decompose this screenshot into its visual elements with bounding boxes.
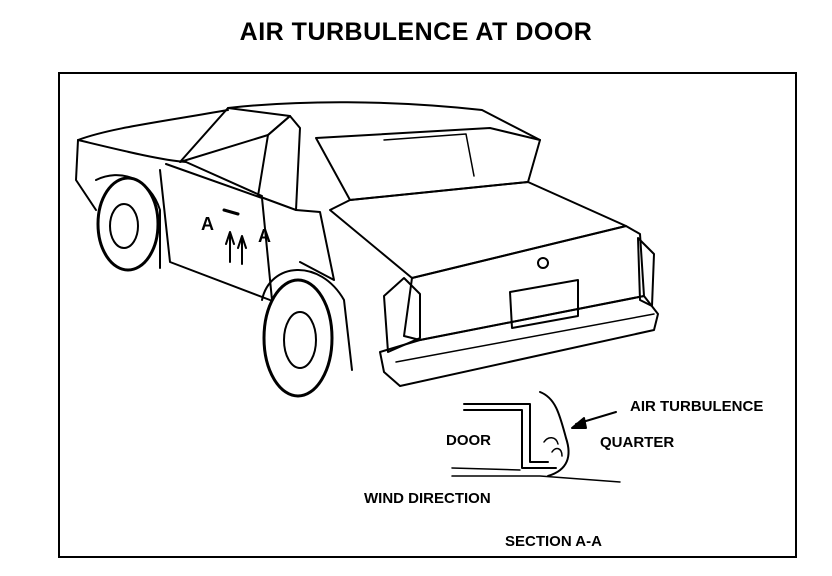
rear-bumper: [379, 295, 659, 387]
diagram-frame: [58, 72, 797, 558]
door-section-inner: [463, 409, 557, 469]
turbulence-swirl: [543, 437, 559, 445]
section-arrow-right: [237, 235, 247, 265]
section-marker-left: A: [201, 214, 214, 234]
trunk-lid: [329, 181, 627, 279]
door-section-outer: [463, 403, 549, 463]
quarter-label: QUARTER: [600, 434, 675, 451]
door-handle: [222, 208, 240, 216]
quarter-section: [539, 391, 570, 477]
section-label: SECTION A-A: [505, 533, 602, 550]
leader-arrowhead: [571, 417, 587, 429]
wind-lines: [451, 467, 621, 483]
door-label: DOOR: [446, 432, 491, 449]
front-wheel: [96, 176, 160, 272]
license-plate: [509, 279, 579, 329]
roof-line: [227, 101, 541, 141]
rear-window: [315, 127, 541, 201]
air-turbulence-label: AIR TURBULENCE: [630, 398, 764, 415]
rear-side-window: [257, 115, 301, 211]
section-marker-right: A: [258, 226, 271, 246]
diagram-title: AIR TURBULENCE AT DOOR: [239, 18, 593, 46]
wind-direction-label: WIND DIRECTION: [364, 490, 491, 507]
door-edge: [159, 169, 271, 301]
rear-wheel: [262, 278, 334, 398]
hood-line: [77, 109, 229, 141]
trunk-lock: [537, 257, 549, 269]
section-arrow-left: [225, 231, 235, 263]
tail-light: [383, 277, 421, 353]
